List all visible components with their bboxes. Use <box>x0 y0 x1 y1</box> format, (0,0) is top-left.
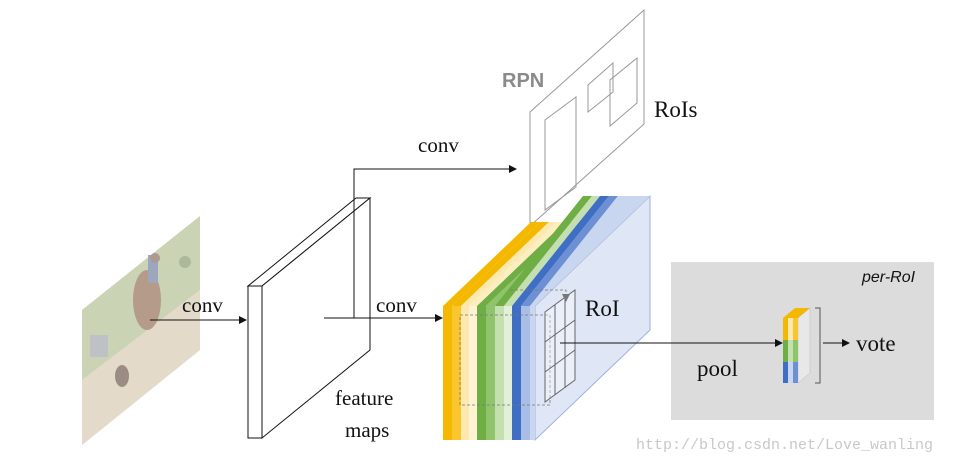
label-conv-head: conv <box>376 293 417 317</box>
rpn-rois-panel <box>529 8 645 228</box>
roi-grid <box>459 289 576 406</box>
label-pool: pool <box>697 356 738 381</box>
label-feature-maps-line2: maps <box>345 418 389 442</box>
label-vote: vote <box>856 331 896 356</box>
label-rpn: RPN <box>502 70 544 92</box>
label-conv-input: conv <box>182 293 223 317</box>
roi-box-2 <box>587 61 614 114</box>
label-conv-rpn: conv <box>418 133 459 157</box>
roi-box-3 <box>609 56 638 128</box>
label-feature-maps-line1: feature <box>335 386 393 410</box>
input-image <box>82 216 200 445</box>
pooled-score-block <box>783 307 821 384</box>
feature-maps-block <box>246 196 372 440</box>
score-maps-stack <box>443 194 651 442</box>
label-roi: RoI <box>585 296 620 321</box>
arrow-backbone-to-rpn <box>353 165 517 318</box>
label-rois: RoIs <box>654 97 698 122</box>
label-per-roi: per-RoI <box>861 269 916 286</box>
roi-box-1 <box>544 96 577 211</box>
watermark-text: http://blog.csdn.net/Love_wanling <box>636 437 933 454</box>
